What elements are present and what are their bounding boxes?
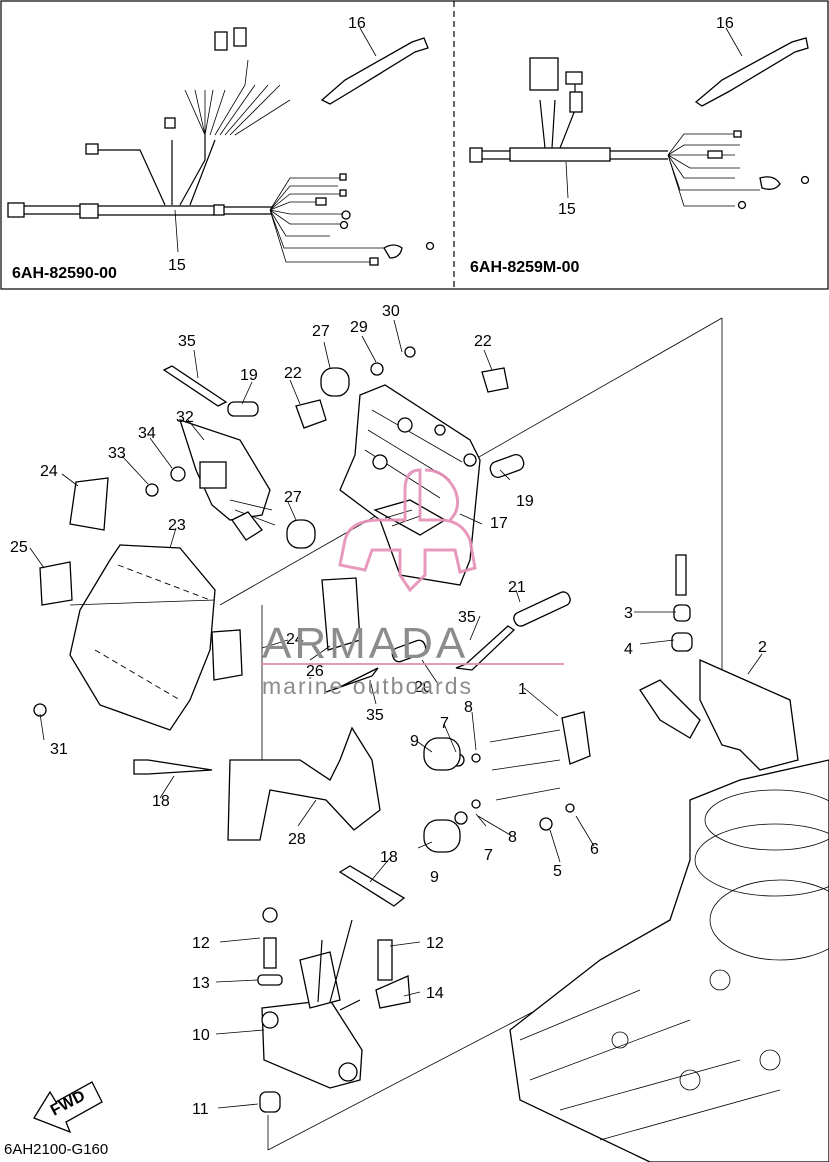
callout-19-b: 19 — [516, 493, 534, 510]
callout-24-b: 24 — [286, 631, 304, 648]
callout-13: 13 — [192, 975, 210, 992]
wire-harness-right — [469, 57, 810, 210]
plugs-9 — [423, 737, 461, 853]
callout-3: 3 — [624, 605, 633, 622]
callout-12-a: 12 — [192, 935, 210, 952]
right-part-code: 6AH-8259M-00 — [470, 259, 579, 276]
callout-numbers: 1 2 3 4 5 6 7 7 8 8 9 9 10 11 12 12 13 1… — [10, 303, 767, 1118]
callout-12-b: 12 — [426, 935, 444, 952]
callout-21: 21 — [508, 579, 526, 596]
terminal-block-1 — [489, 711, 591, 801]
callout-20: 20 — [414, 679, 432, 696]
cable-tie-right — [565, 27, 809, 199]
callout-right-16: 16 — [716, 15, 734, 32]
callout-23: 23 — [168, 517, 186, 534]
powerhead — [509, 759, 829, 1162]
callout-30: 30 — [382, 303, 400, 320]
armada-logo-icon — [262, 468, 564, 665]
callout-22-a: 22 — [284, 365, 302, 382]
fwd-arrow-icon — [33, 1081, 103, 1134]
callout-left-15: 15 — [168, 257, 186, 274]
callout-7-b: 7 — [484, 847, 493, 864]
screws-and-washers — [33, 346, 693, 831]
callout-6: 6 — [590, 841, 599, 858]
leader-lines — [29, 319, 763, 1109]
callout-right-15: 15 — [558, 201, 576, 218]
callout-18-b: 18 — [380, 849, 398, 866]
callout-11: 11 — [192, 1101, 209, 1118]
callout-9-a: 9 — [410, 733, 419, 750]
callout-28: 28 — [288, 831, 306, 848]
callout-8-b: 8 — [508, 829, 517, 846]
callout-34: 34 — [138, 425, 156, 442]
callout-1: 1 — [518, 681, 527, 698]
wire-harness-left — [7, 27, 435, 266]
callout-18-a: 18 — [152, 793, 170, 810]
callout-29: 29 — [350, 319, 368, 336]
callout-31: 31 — [50, 741, 68, 758]
watermark-tagline: marine outboards — [262, 673, 473, 699]
callout-7-a: 7 — [440, 715, 449, 732]
callout-24-a: 24 — [40, 463, 58, 480]
cable-tie-left — [174, 27, 429, 253]
diagram-code: 6AH2100-G160 — [4, 1141, 108, 1158]
callout-19-a: 19 — [240, 367, 258, 384]
callout-22-b: 22 — [474, 333, 492, 350]
ignition-coil-32 — [178, 418, 276, 541]
bracket-assembly — [339, 384, 481, 586]
callout-14: 14 — [426, 985, 444, 1002]
callout-25: 25 — [10, 539, 28, 556]
callout-9-b: 9 — [430, 869, 439, 886]
callout-4: 4 — [624, 641, 633, 658]
callout-33: 33 — [108, 445, 126, 462]
rectifier-10 — [257, 907, 411, 1113]
cover-24-25 — [39, 477, 243, 681]
panel-frames — [0, 0, 829, 290]
callout-27-b: 27 — [284, 489, 302, 506]
watermark-brand: ARMADA — [262, 619, 468, 668]
bracket-2 — [639, 658, 799, 771]
callout-35-b: 35 — [458, 609, 476, 626]
callout-27-a: 27 — [312, 323, 330, 340]
callout-2: 2 — [758, 639, 767, 656]
cable-ties-18-35 — [133, 365, 516, 907]
cover-23 — [69, 544, 216, 731]
callout-10: 10 — [192, 1027, 210, 1044]
callout-32: 32 — [176, 409, 194, 426]
callout-35-a: 35 — [178, 333, 196, 350]
callout-35-c: 35 — [366, 707, 384, 724]
callout-left-16: 16 — [348, 15, 366, 32]
callout-17: 17 — [490, 515, 508, 532]
left-part-code: 6AH-82590-00 — [12, 265, 117, 282]
callout-8-a: 8 — [464, 699, 473, 716]
bracket-26-28 — [227, 577, 381, 841]
callout-5: 5 — [553, 863, 562, 880]
callout-26: 26 — [306, 663, 324, 680]
